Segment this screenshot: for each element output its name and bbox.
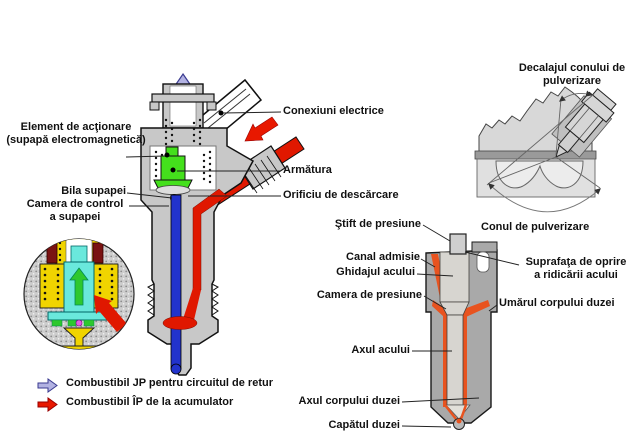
label-conul-de-pulverizare: Conul de pulverizare <box>481 221 590 233</box>
leader-lines-nozzle <box>401 224 520 428</box>
label-conexiuni-electrice: Conexiuni electrice <box>283 105 384 117</box>
hp-inlet-arrow-icon <box>244 116 279 142</box>
valve-lift-arrow-icon <box>69 267 89 306</box>
spray-cone-arc <box>488 183 601 213</box>
inset-hp-arrow-icon <box>94 295 127 332</box>
label-suprafata-oprire: Suprafaţa de oprire a ridicării acului <box>525 256 627 281</box>
thread-left <box>147 283 155 316</box>
label-bila-supapei: Bila supapei <box>61 185 126 197</box>
label-element-de-actionare: Element de acţionare (supapă electromagn… <box>6 121 146 146</box>
label-canal-admisie: Canal admisie <box>346 251 420 263</box>
spring-dots <box>164 118 202 146</box>
label-umarul-corpului: Umărul corpului duzei <box>499 297 615 309</box>
needle-guide <box>439 251 470 303</box>
pressure-pin <box>449 233 467 255</box>
label-camera-de-control: Camera de control a supapei <box>26 198 124 223</box>
thread-right <box>211 283 219 316</box>
legend-hp-arrow-icon <box>37 397 58 412</box>
legend-item-hp: Combustibil ÎP de la acumulator <box>66 396 234 408</box>
nozzle-cross-section <box>401 224 520 430</box>
label-axul-corpului: Axul corpului duzei <box>298 395 400 407</box>
label-axul-acului: Axul acului <box>351 344 410 356</box>
label-armatura: Armătura <box>283 164 332 176</box>
label-stift-presiune: Ştift de presiune <box>334 218 421 230</box>
angle-reference-lines <box>486 90 601 213</box>
hp-channel <box>162 188 228 330</box>
label-capatul-duzei: Capătul duzei <box>328 419 400 431</box>
leader-lines-left <box>125 111 282 207</box>
label-orificiu-descarcare: Orificiu de descărcare <box>283 189 399 201</box>
coil-dots <box>43 241 114 301</box>
legend-icons <box>37 378 58 412</box>
needle-shaft <box>446 314 464 406</box>
label-ghidajul-acului: Ghidajul acului <box>336 266 415 278</box>
label-camera-de-presiune: Camera de presiune <box>316 289 422 301</box>
tilted-injector <box>551 88 617 158</box>
injector-cross-section <box>125 72 305 376</box>
control-valve-inset <box>23 238 135 350</box>
return-channel <box>170 194 182 370</box>
label-decalajul-title: Decalajul conului de pulverizare <box>518 62 626 87</box>
legend-item-return: Combustibil JP pentru circuitul de retur <box>66 377 273 389</box>
legend-return-arrow-icon <box>37 378 58 393</box>
spray-offset-diagram <box>474 86 617 213</box>
